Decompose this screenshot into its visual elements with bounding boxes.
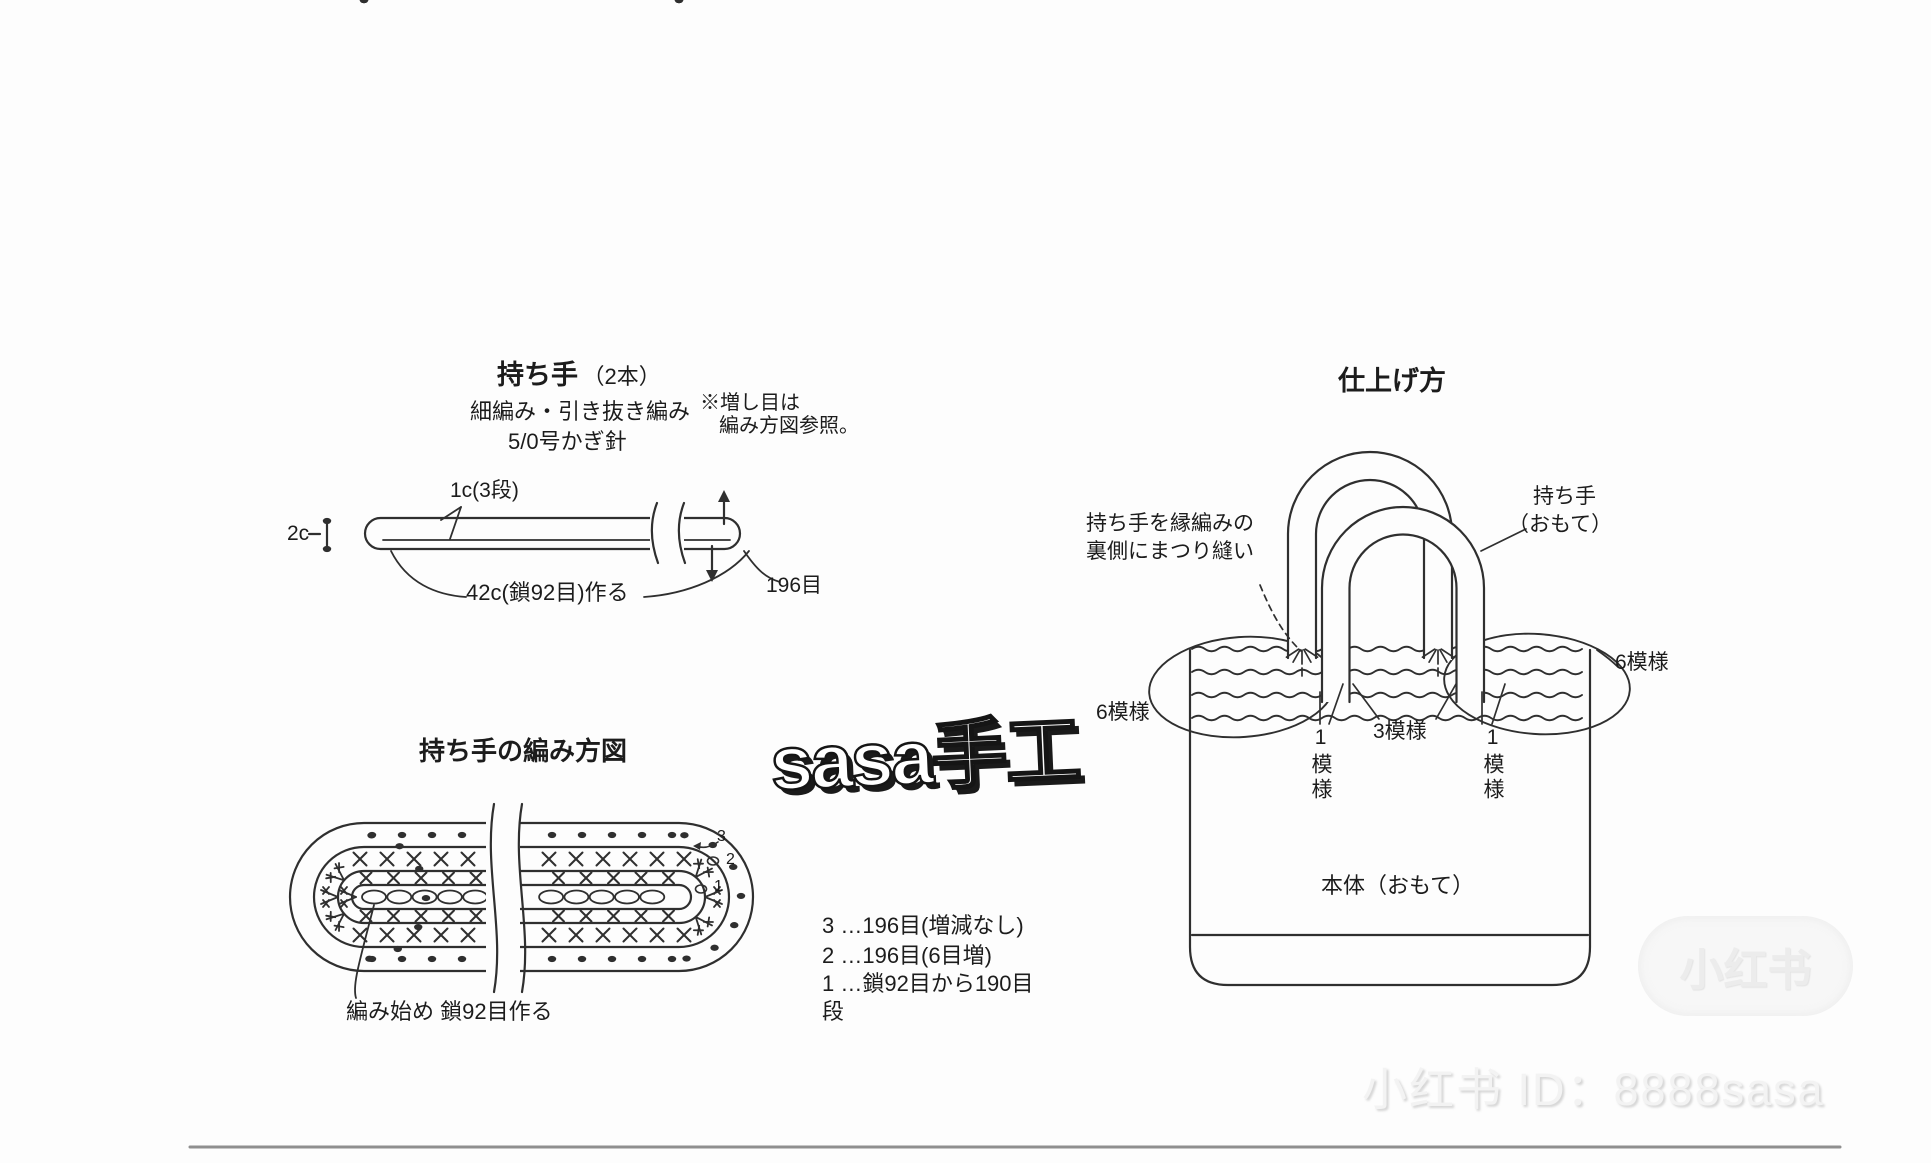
- finishing-title: 仕上げ方: [1338, 366, 1446, 396]
- handle-section-title: 持ち手 （2本）: [497, 361, 661, 389]
- chart-legend-row-3: 3 …196目(増減なし): [822, 913, 1024, 938]
- chart-legend-unit: 段: [822, 999, 845, 1024]
- chart-row-number-1: 1: [714, 878, 723, 895]
- handle-front-label-2: （おもて）: [1508, 513, 1613, 536]
- handle-stitch-note-2: 5/0号かぎ針: [508, 429, 627, 454]
- body-label: 本体（おもて）: [1321, 873, 1475, 898]
- handle-title-count: （2本）: [582, 364, 661, 389]
- patterns-right-label: 6模様: [1615, 651, 1669, 674]
- xiaohongshu-id-watermark: 小红书 ID：8888sasa: [1362, 1064, 1825, 1115]
- chart-title: 持ち手の編み方図: [419, 736, 628, 766]
- chart-row-number-3: 3: [717, 828, 726, 845]
- increase-note-line-2: 編み方図参照。: [719, 415, 859, 437]
- sew-note-line-2: 裏側にまつり縫い: [1086, 540, 1254, 563]
- handle-front-label-1: 持ち手: [1533, 485, 1596, 508]
- handle-height-label: 1c(3段): [450, 479, 519, 502]
- handle-cast-on-label: 42c(鎖92目)作る: [466, 580, 629, 605]
- pattern-three-label: 3模様: [1373, 720, 1427, 743]
- handle-width-label: 2c: [287, 522, 310, 545]
- xiaohongshu-badge: 小红书: [1638, 916, 1853, 1016]
- handle-title: 持ち手: [497, 360, 578, 390]
- sew-note-line-1: 持ち手を縁編みの: [1086, 512, 1254, 535]
- xiaohongshu-badge-text: 小红书: [1679, 946, 1812, 995]
- patterns-left-label: 6模様: [1096, 701, 1150, 724]
- handle-stitch-count-label: 196目: [766, 574, 823, 597]
- increase-note-line-1: ※増し目は: [700, 392, 800, 414]
- chart-legend-row-1: 1 …鎖92目から190目: [822, 971, 1034, 996]
- pattern-one-right-label: 1模様: [1481, 726, 1505, 803]
- chart-legend-row-2: 2 …196目(6目増): [822, 943, 992, 968]
- center-watermark: sasa手工: [767, 707, 1082, 808]
- chart-start-label: 編み始め 鎖92目作る: [346, 999, 553, 1024]
- pattern-one-left-label: 1模様: [1309, 726, 1333, 803]
- chart-row-number-2: 2: [726, 851, 735, 868]
- handle-stitch-note-1: 細編み・引き抜き編み: [470, 399, 691, 424]
